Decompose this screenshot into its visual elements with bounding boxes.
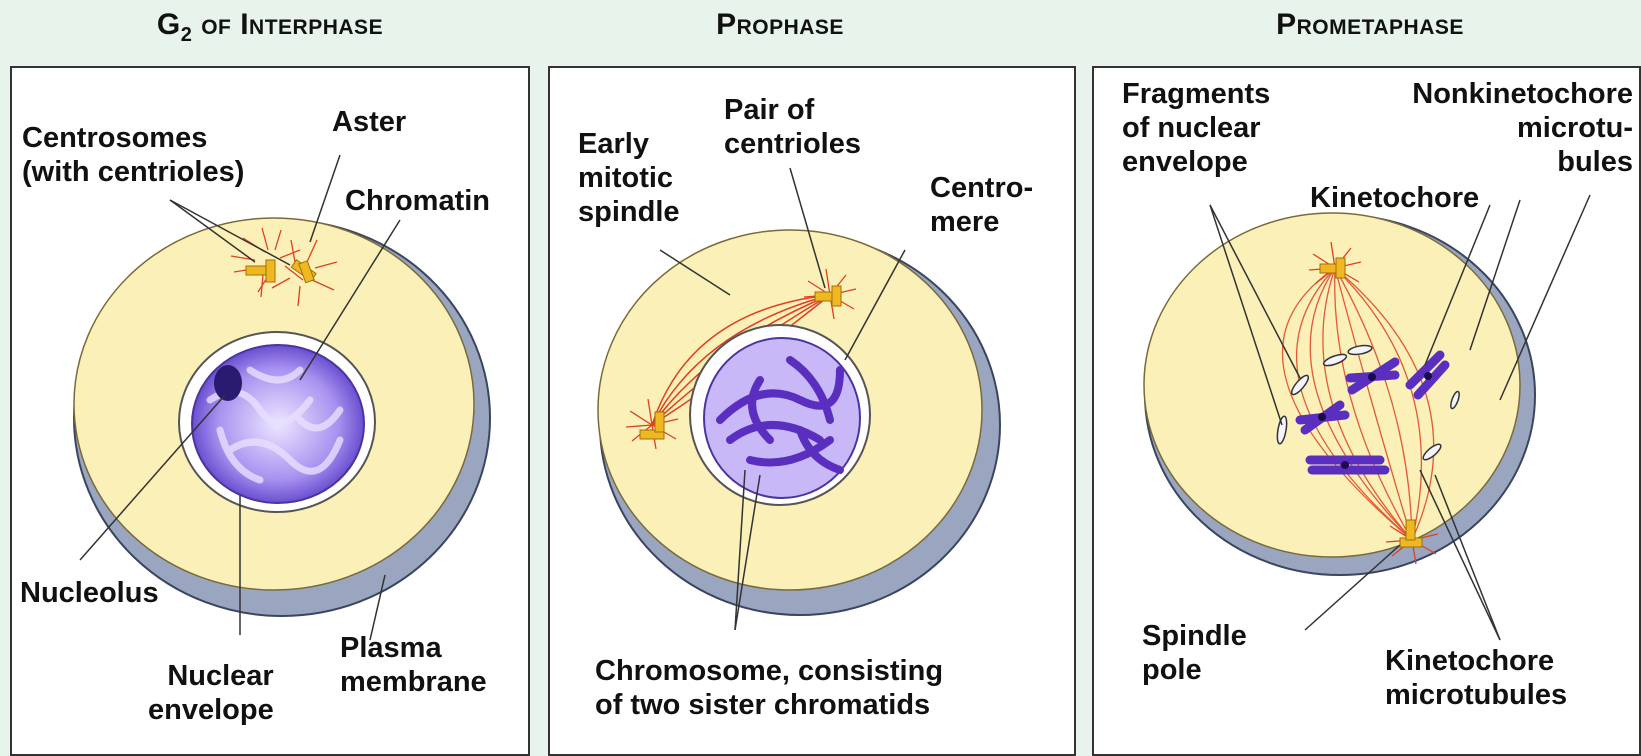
label-kinetochore: Kinetochore xyxy=(1310,182,1479,216)
label-nucleolus: Nucleolus xyxy=(20,577,159,611)
label-pair-of-centrioles: Pair of centrioles xyxy=(724,94,861,162)
label-aster: Aster xyxy=(332,106,406,140)
label-chromatin: Chromatin xyxy=(345,185,490,219)
label-plasma-membrane: Plasma membrane xyxy=(340,632,487,700)
g2-cell xyxy=(74,155,490,640)
label-early-mitotic-spindle: Early mitotic spindle xyxy=(578,128,680,230)
label-nuclear-envelope: Nuclear envelope xyxy=(148,660,274,728)
label-centrosomes: Centrosomes (with centrioles) xyxy=(22,122,244,190)
label-kinetochore-microtubules: Kinetochore microtubules xyxy=(1385,645,1567,713)
prometaphase-cell xyxy=(1144,195,1590,640)
label-nonkinetochore-microtubules: Nonkinetochore microtu- bules xyxy=(1328,78,1633,180)
label-spindle-pole: Spindle pole xyxy=(1142,620,1247,688)
label-fragments-nuclear-envelope: Fragments of nuclear envelope xyxy=(1122,78,1270,180)
label-centromere: Centro- mere xyxy=(930,172,1033,240)
label-chromosome: Chromosome, consisting of two sister chr… xyxy=(595,655,943,723)
